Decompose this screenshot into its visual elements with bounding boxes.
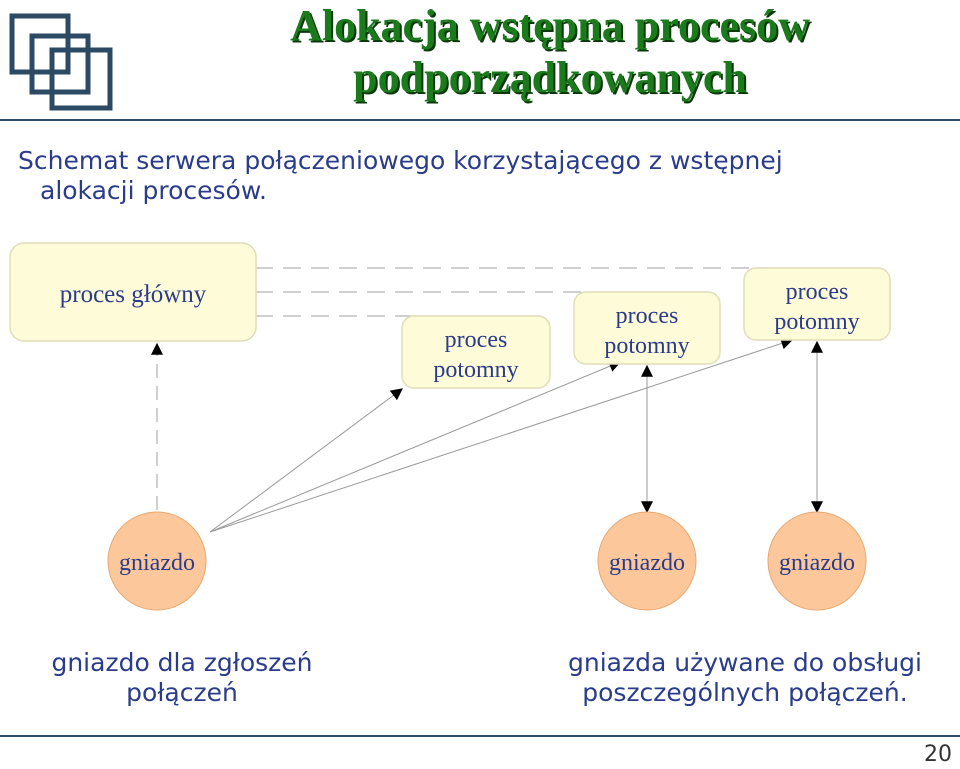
slide-title: Alokacja wstępna procesów podporządkowan…: [140, 0, 960, 104]
right-caption-line-2: poszczególnych połączeń.: [582, 678, 908, 707]
page-number: 20: [924, 742, 952, 767]
listen-socket-node: gniazdo: [107, 511, 207, 611]
child-process-node-2: proces potomny: [573, 291, 721, 365]
socket-node-2: gniazdo: [597, 511, 697, 611]
child-process-node-3: proces potomny: [743, 267, 891, 341]
child-process-3-label-line-2: potomny: [774, 309, 859, 335]
child-process-3-label-line-1: proces: [786, 279, 849, 305]
child-process-2-label-line-1: proces: [616, 303, 679, 329]
main-process-label: proces główny: [60, 281, 207, 308]
child-process-1-label-line-1: proces: [445, 327, 508, 353]
child-process-1-label-line-2: potomny: [433, 357, 518, 383]
right-caption: gniazda używane do obsługi poszczególnyc…: [540, 648, 950, 708]
socket-to-child-links: [209, 337, 794, 533]
subtitle-line-1: Schemat serwera połączeniowego korzystaj…: [18, 146, 783, 175]
process-diagram: proces główny proces potomny proces poto…: [9, 242, 891, 611]
logo-squares-icon: [9, 13, 113, 111]
listen-socket-label: gniazdo: [119, 550, 195, 576]
title-line-2: podporządkowanych: [353, 53, 747, 102]
socket-3-label: gniazdo: [779, 550, 855, 576]
socket-node-3: gniazdo: [767, 511, 867, 611]
left-caption: gniazdo dla zgłoszeń połączeń: [20, 648, 344, 708]
dashed-guides: [255, 267, 770, 317]
socket-2-label: gniazdo: [609, 550, 685, 576]
main-process-node: proces główny: [9, 242, 257, 342]
bottom-divider: [0, 735, 960, 737]
top-divider: [0, 119, 960, 121]
slide-subtitle: Schemat serwera połączeniowego korzystaj…: [18, 146, 918, 206]
title-line-1: Alokacja wstępna procesów: [290, 1, 810, 50]
left-caption-line-1: gniazdo dla zgłoszeń: [51, 648, 313, 677]
child-process-node-1: proces potomny: [401, 315, 551, 389]
right-caption-line-1: gniazda używane do obsługi: [567, 648, 922, 677]
child-process-2-label-line-2: potomny: [604, 333, 689, 359]
left-caption-line-2: połączeń: [126, 678, 238, 707]
subtitle-line-2: alokacji procesów.: [40, 176, 267, 205]
